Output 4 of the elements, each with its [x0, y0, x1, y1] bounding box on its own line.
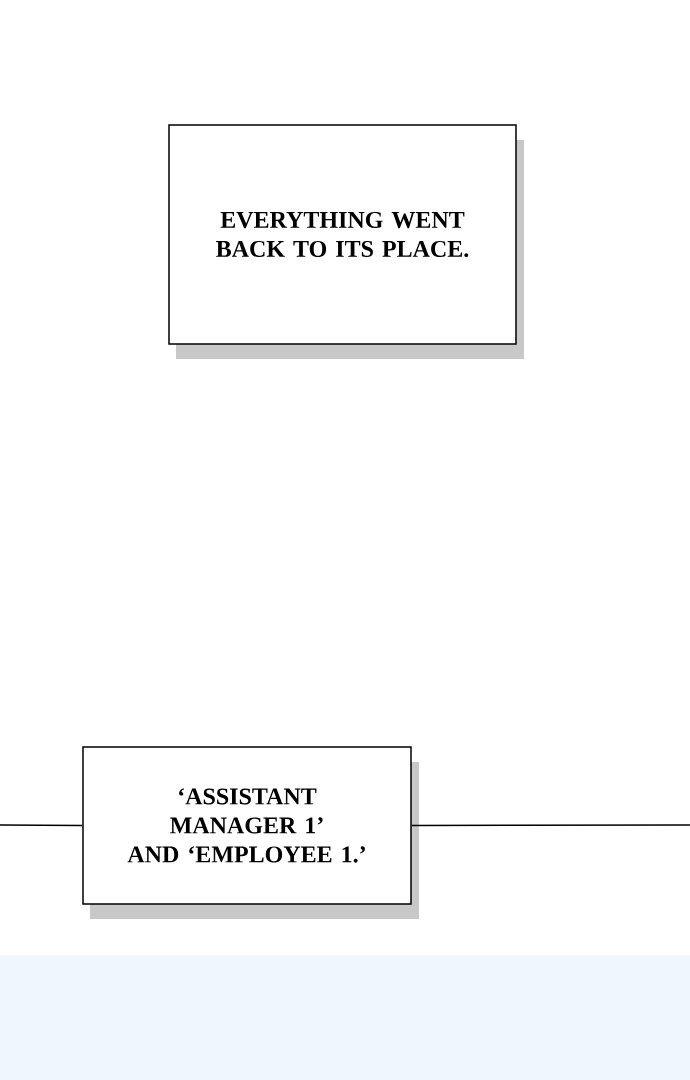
connector-line: [411, 824, 690, 827]
caption-box: ‘ASSISTANT MANAGER 1’ AND ‘EMPLOYEE 1.’: [82, 746, 419, 919]
caption-box: EVERYTHING WENT BACK TO ITS PLACE.: [168, 124, 524, 359]
connector-line: [0, 824, 83, 827]
